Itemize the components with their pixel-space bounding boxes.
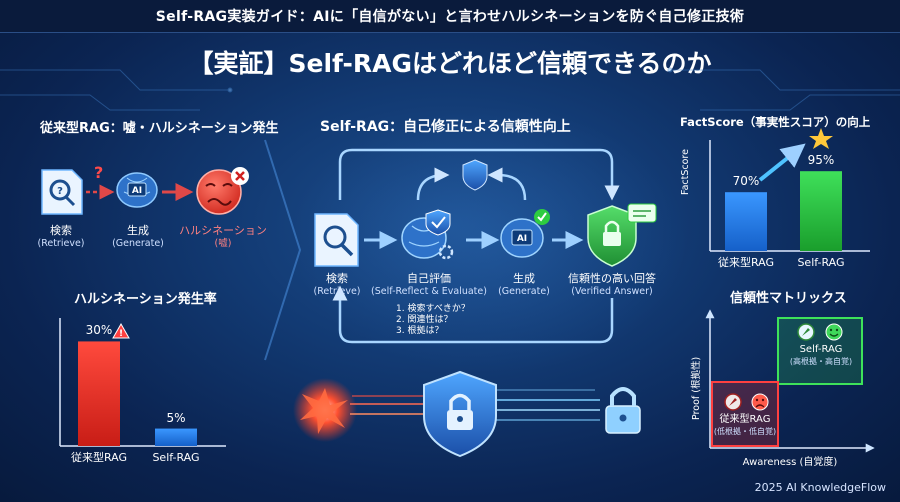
step-label: 自己評価 (407, 272, 451, 285)
step-label: 検索 (326, 272, 348, 285)
center-step-evaluate: 自己評価 (Self-Reflect & Evaluate) (368, 272, 490, 298)
factscore-value-traditional: 70% (732, 174, 760, 189)
quadrant-selfrag (777, 317, 863, 385)
center-step-generate: 生成 (Generate) (492, 272, 556, 298)
svg-text:AI: AI (517, 234, 527, 244)
happy-face-icon (825, 323, 843, 341)
center-flow-title: Self-RAG：自己修正による信頼性向上 (320, 119, 571, 135)
verified-shield-lock-icon (587, 203, 657, 267)
loop-arrows (332, 148, 620, 344)
svg-text:!: ! (119, 329, 123, 339)
footer-credit: 2025 AI KnowledgeFlow (754, 481, 886, 494)
main-heading: 【実証】Self-RAGはどれほど信頼できるのか (188, 49, 712, 78)
step-sub: (Generate) (112, 237, 164, 249)
category-label-selfrag: Self-RAG (152, 451, 200, 464)
bar-traditional-rag (78, 341, 120, 446)
svg-text:?: ? (94, 163, 103, 182)
padlock-icon (605, 387, 641, 434)
step-sub: (嘘) (214, 237, 232, 249)
value-label-traditional: 30% (85, 323, 113, 338)
burst-graphic (293, 378, 357, 442)
step-label: 信頼性の高い回答 (568, 272, 656, 285)
step-label: 生成 (513, 272, 535, 285)
category-label-traditional: 従来型RAG (70, 451, 128, 464)
factscore-title: FactScore（事実性スコア）の向上 (680, 115, 871, 129)
page-title: Self-RAG実装ガイド：AIに「自信がない」と言わせハルシネーションを防ぐ自… (155, 9, 745, 25)
factscore-bar-traditional (725, 192, 767, 251)
quadrant-sub: (高根拠・高自覚) (789, 356, 853, 366)
svg-text:AI: AI (132, 186, 142, 196)
step-label: 検索 (50, 224, 72, 237)
quadrant-sub: (低根拠・低自覚) (713, 426, 777, 436)
check-item: 2. 関連性は？ (396, 315, 453, 325)
bar-self-rag (155, 428, 197, 446)
factscore-category-traditional: 従来型RAG (717, 256, 775, 269)
factscore-value-selfrag: 95% (807, 153, 835, 168)
header-bar: Self-RAG実装ガイド：AIに「自信がない」と言わせハルシネーションを防ぐ自… (0, 0, 900, 33)
center-step-verified: 信頼性の高い回答 (Verified Answer) (560, 272, 664, 298)
check-item: 3. 根拠は？ (396, 326, 444, 336)
step-sub: (Generate) (498, 285, 550, 297)
step-sub: (Verified Answer) (571, 285, 653, 297)
left-brain-ai-icon: AI (116, 172, 158, 208)
brain-evaluate-icon (401, 209, 454, 260)
step-label: ハルシネーション (179, 224, 267, 237)
center-document-search-icon (314, 213, 359, 267)
hallucination-face-icon (196, 167, 249, 215)
left-document-search-icon: ? (41, 169, 83, 215)
matrix-title: 信頼性マトリックス (730, 291, 847, 306)
matrix-xlabel: Awareness (自覚度) (742, 457, 838, 468)
star-icon (809, 128, 833, 149)
factscore-bar-selfrag (800, 171, 842, 251)
matrix-selfrag-label: Self-RAG (高根拠・高自覚) (780, 344, 862, 367)
check-item: 1. 検索すべきか？ (396, 304, 470, 314)
quadrant-label: Self-RAG (799, 344, 843, 355)
quadrant-rag (711, 381, 779, 447)
value-label-selfrag: 5% (166, 410, 186, 425)
hallucination-rate-title: ハルシネーション発生率 (74, 292, 217, 307)
matrix-rag-label: 従来型RAG (低根拠・低自覚) (712, 414, 778, 437)
factscore-chart (709, 128, 870, 252)
small-shield-icon (462, 159, 488, 191)
hallucination-chart: ! (59, 318, 226, 447)
left-step-retrieve: 検索 (Retrieve) (30, 224, 92, 250)
compass-icon (797, 323, 815, 341)
brain-generate-icon: AI (500, 209, 550, 258)
step-sub: (Self-Reflect & Evaluate) (371, 285, 487, 297)
left-step-hallucination: ハルシネーション (嘘) (176, 224, 270, 250)
factscore-ylabel: FactScore (680, 149, 691, 195)
matrix-ylabel: Proof (根拠性) (691, 356, 702, 420)
factscore-category-selfrag: Self-RAG (797, 256, 845, 269)
svg-text:?: ? (57, 186, 63, 197)
chevron-divider (264, 139, 302, 361)
left-flow-title: 従来型RAG：嘘・ハルシネーション発生 (40, 121, 279, 136)
reliability-matrix (705, 309, 875, 453)
data-stream-lines (350, 389, 600, 421)
circuit-decoration (0, 67, 900, 111)
step-sub: (Retrieve) (313, 285, 361, 297)
step-label: 生成 (127, 224, 149, 237)
center-step-retrieve: 検索 (Retrieve) (305, 272, 369, 298)
trend-arrow (758, 143, 806, 182)
quadrant-label: 従来型RAG (719, 414, 771, 425)
sad-face-icon (751, 393, 769, 411)
step-sub: (Retrieve) (37, 237, 85, 249)
security-shield-icon (423, 370, 497, 458)
left-step-generate: 生成 (Generate) (107, 224, 169, 250)
left-question-arrow-icon: ? (86, 163, 115, 200)
broken-compass-icon (724, 393, 742, 411)
warning-icon: ! (112, 322, 130, 339)
